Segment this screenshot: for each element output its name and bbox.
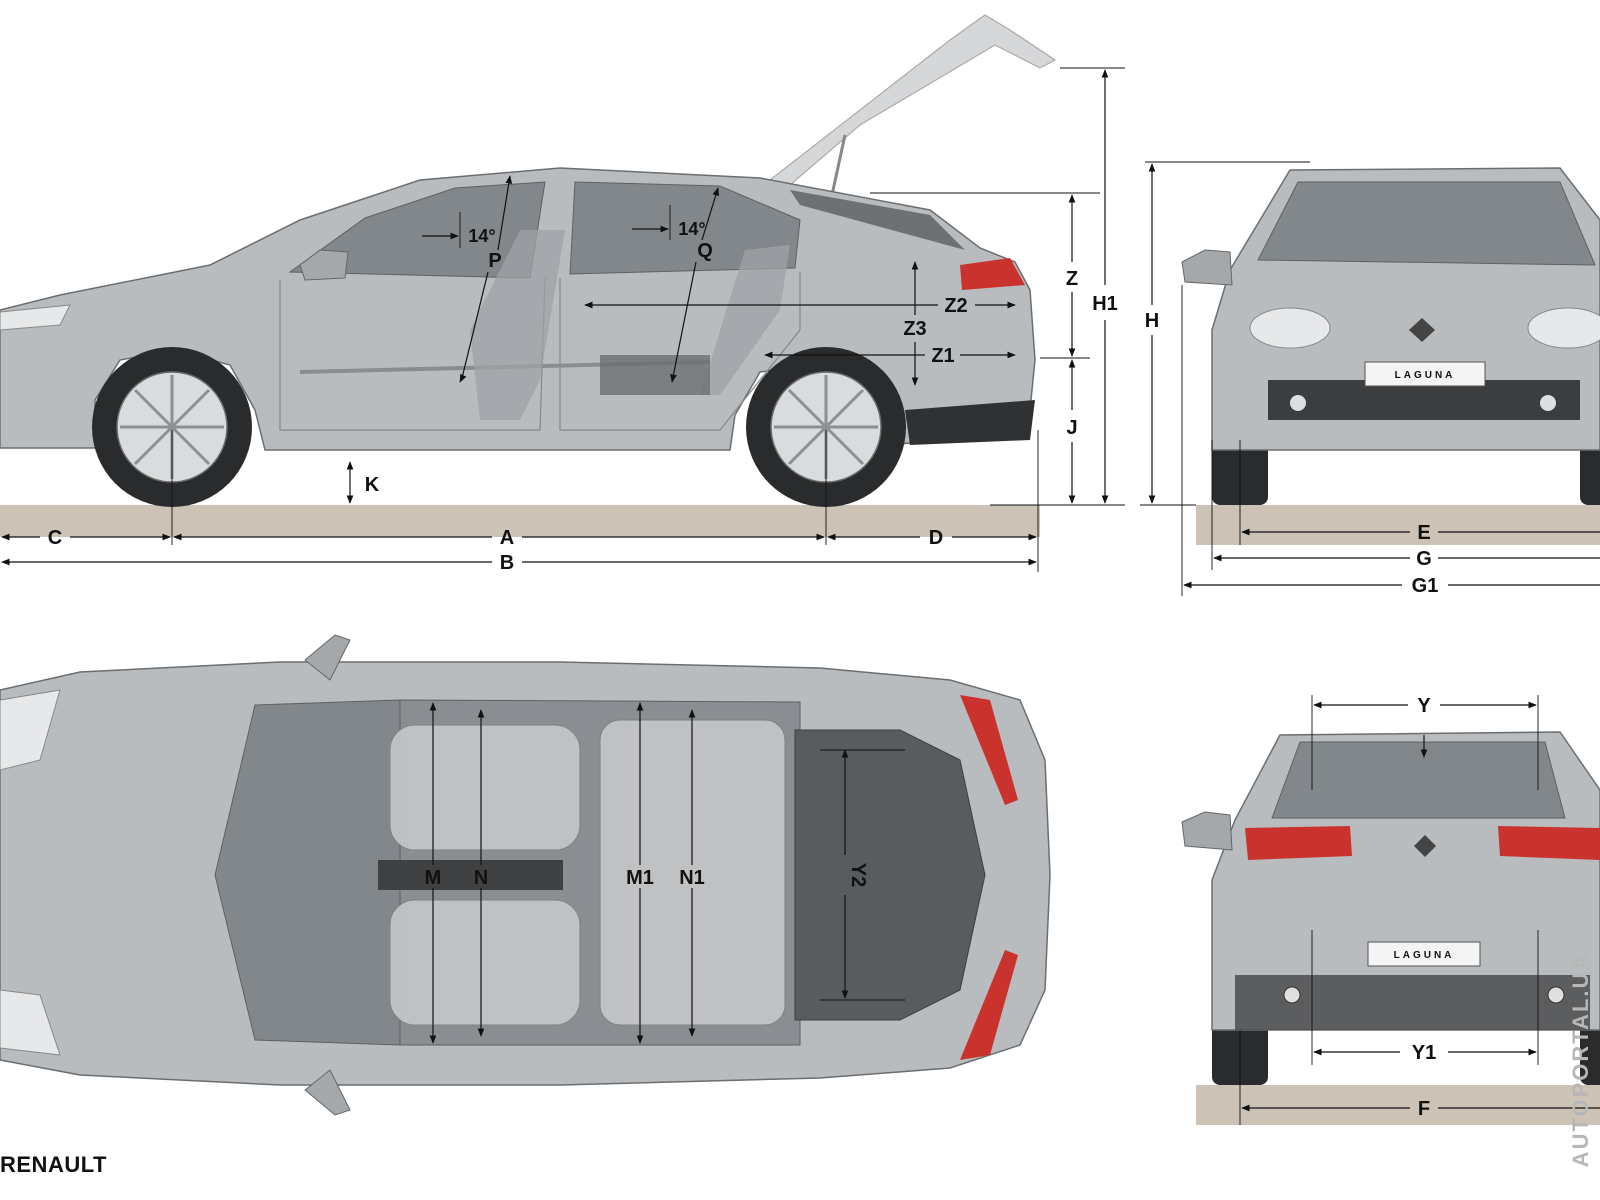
front-view: LAGUNA H E G G1 xyxy=(1140,161,1600,597)
label-g: G xyxy=(1416,548,1432,570)
label-f: F xyxy=(1418,1098,1430,1120)
angle-label-rear: 14° xyxy=(678,219,705,239)
boot-floor xyxy=(794,729,986,1021)
rear-bumper-diffuser xyxy=(1235,975,1590,1030)
top-right-mirror xyxy=(304,1069,351,1116)
rear-right-tail-light xyxy=(1498,826,1600,860)
label-m1: M1 xyxy=(626,867,654,889)
rear-plate-text: LAGUNA xyxy=(1394,950,1455,961)
front-side-window xyxy=(288,181,546,279)
front-ground-strip xyxy=(1196,505,1600,545)
top-right-tail-light xyxy=(960,950,1018,1060)
label-h1: H1 xyxy=(1092,293,1118,315)
watermark-text: AUTOPORTAL.UA xyxy=(1568,953,1593,1168)
side-headlamp xyxy=(0,304,71,331)
label-z2: Z2 xyxy=(944,295,967,317)
label-z3: Z3 xyxy=(903,318,926,340)
top-dimension-lines xyxy=(429,702,905,1044)
centre-console xyxy=(378,860,563,890)
front-logo-icon xyxy=(1409,318,1435,342)
label-h: H xyxy=(1145,310,1159,332)
label-y2: Y2 xyxy=(847,863,869,887)
front-dimension-lines xyxy=(1140,161,1600,596)
label-j: J xyxy=(1066,417,1077,439)
top-view: M N M1 N1 Y2 xyxy=(0,634,1051,1116)
label-g1: G1 xyxy=(1412,575,1439,597)
left-fog-lamp xyxy=(1290,395,1306,411)
front-view-mirror xyxy=(1181,249,1233,286)
label-n: N xyxy=(474,867,488,889)
rear-view: LAGUNA Y Y1 F xyxy=(1181,695,1600,1125)
rear-plate xyxy=(1367,941,1481,967)
label-b: B xyxy=(500,552,514,574)
top-windscreen xyxy=(214,699,401,1046)
front-seat xyxy=(470,230,565,420)
side-labels: C A D B K J Z H1 Z1 Z2 Z3 P Q 14° 14° xyxy=(48,219,1118,574)
label-c: C xyxy=(48,527,62,549)
label-e: E xyxy=(1417,522,1430,544)
rear-view-mirror xyxy=(1181,811,1233,851)
label-a: A xyxy=(500,527,514,549)
label-n1: N1 xyxy=(679,867,705,889)
angle-label-front: 14° xyxy=(468,226,495,246)
right-exhaust xyxy=(1547,986,1565,1004)
open-tailgate xyxy=(768,14,1057,186)
side-ground-strip xyxy=(0,505,1040,537)
label-z1: Z1 xyxy=(931,345,954,367)
rear-window-strip xyxy=(790,190,965,250)
label-p: P xyxy=(488,250,501,272)
top-left-headlamp xyxy=(0,689,61,771)
rear-ground-strip xyxy=(1196,1085,1600,1125)
side-view: C A D B K J Z H1 Z1 Z2 Z3 P Q 14° 14° xyxy=(0,14,1125,574)
right-fog-lamp xyxy=(1540,395,1556,411)
brand-logo-text: RENAULT xyxy=(0,1152,107,1177)
side-tail-light xyxy=(960,258,1025,290)
rear-logo-icon xyxy=(1414,835,1436,857)
tailgate-strut xyxy=(830,134,847,196)
label-k: K xyxy=(365,474,380,496)
label-q: Q xyxy=(697,240,713,262)
label-y1: Y1 xyxy=(1412,1042,1436,1064)
rear-window xyxy=(1271,741,1566,819)
top-right-headlamp xyxy=(0,989,61,1056)
rear-dimension-lines xyxy=(1239,695,1600,1125)
left-exhaust xyxy=(1283,986,1301,1004)
front-left-headlamp xyxy=(1249,307,1331,349)
rear-seat-back xyxy=(700,245,790,395)
windscreen xyxy=(1257,181,1596,266)
label-y: Y xyxy=(1417,695,1431,717)
label-z: Z xyxy=(1066,268,1078,290)
label-d: D xyxy=(929,527,943,549)
rear-door-outline xyxy=(559,272,801,431)
top-left-mirror xyxy=(304,634,351,681)
side-dimension-lines xyxy=(1,67,1125,572)
wheel-spokes xyxy=(120,375,878,479)
front-right-headlamp xyxy=(1527,307,1600,349)
rear-left-tail-light xyxy=(1245,826,1352,860)
front-plate xyxy=(1364,361,1486,387)
side-mirror xyxy=(299,249,349,281)
rear-side-window xyxy=(569,181,801,275)
top-seats xyxy=(389,719,786,1026)
rear-bumper-lower xyxy=(905,400,1035,445)
front-plate-text: LAGUNA xyxy=(1395,370,1456,381)
front-grille-lower xyxy=(1268,380,1580,420)
label-m: M xyxy=(425,867,442,889)
rear-seat-cushion xyxy=(600,355,710,395)
top-left-tail-light xyxy=(960,695,1018,805)
